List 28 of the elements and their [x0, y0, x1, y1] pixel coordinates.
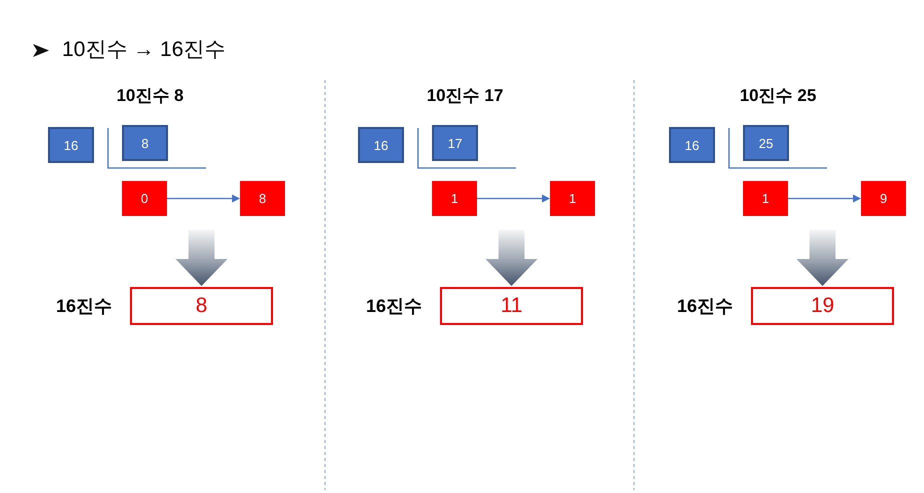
dividend-box: 8 — [122, 125, 168, 161]
remainder-box: 1 — [550, 181, 595, 216]
divisor-box: 16 — [358, 127, 404, 163]
column-heading: 10진수 17 — [426, 86, 504, 106]
arrow — [167, 194, 240, 202]
title: 10진수 → 16진수 — [62, 38, 226, 62]
column-heading: 10진수 8 — [116, 86, 184, 106]
block-arrow — [796, 230, 848, 286]
block-arrow — [176, 230, 228, 286]
result-box: 19 — [751, 287, 894, 325]
row-label: 16진수 — [366, 295, 422, 317]
arrow — [477, 194, 550, 202]
result-box: 11 — [440, 287, 583, 325]
row-label: 16진수 — [676, 295, 733, 317]
dividend-box: 25 — [743, 125, 789, 161]
column-heading: 10진수 25 — [740, 86, 816, 106]
divisor-box: 16 — [48, 127, 94, 163]
result-box: 8 — [130, 287, 273, 325]
block-arrow — [486, 230, 538, 286]
dividend-box: 17 — [432, 125, 478, 161]
arrow — [788, 194, 861, 202]
remainder-box: 9 — [861, 181, 906, 216]
quotient-box: 0 — [122, 181, 167, 216]
quotient-box: 1 — [432, 181, 477, 216]
quotient-box: 1 — [743, 181, 788, 216]
divisor-box: 16 — [669, 127, 715, 163]
row-label: 16진수 — [56, 295, 112, 317]
remainder-box: 8 — [240, 181, 285, 216]
